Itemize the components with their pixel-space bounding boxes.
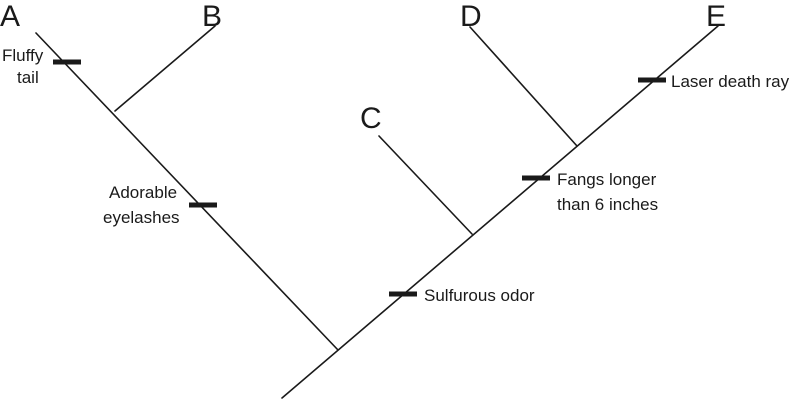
trait-label-fangs: Fangs longer than 6 inches xyxy=(557,170,661,214)
taxon-label-d: D xyxy=(460,0,482,33)
trait-label-fluffy-tail-line-2: tail xyxy=(17,68,39,87)
taxon-label-a: A xyxy=(0,0,20,33)
trait-label-sulfurous-odor: Sulfurous odor xyxy=(424,286,535,305)
branch-root-to-e xyxy=(281,25,719,399)
taxon-label-c: C xyxy=(360,102,382,135)
trait-label-fangs-line-1: Fangs longer xyxy=(557,170,657,189)
branch-b xyxy=(114,25,216,112)
branch-c xyxy=(378,135,473,235)
trait-label-fluffy-tail-line-1: Fluffy xyxy=(2,46,44,65)
branch-d xyxy=(469,26,578,147)
branch-a-to-node-ab-abc xyxy=(35,32,339,351)
trait-label-fluffy-tail: Fluffy tail xyxy=(2,46,48,87)
taxon-label-b: B xyxy=(202,0,222,33)
trait-label-fangs-line-2: than 6 inches xyxy=(557,195,658,214)
trait-label-laser: Laser death ray xyxy=(671,72,790,91)
trait-label-adorable-eyelashes: Adorable eyelashes xyxy=(103,183,182,227)
trait-label-adorable-eyelashes-line-1: Adorable xyxy=(109,183,177,202)
trait-label-adorable-eyelashes-line-2: eyelashes xyxy=(103,208,180,227)
taxon-label-e: E xyxy=(706,0,726,33)
